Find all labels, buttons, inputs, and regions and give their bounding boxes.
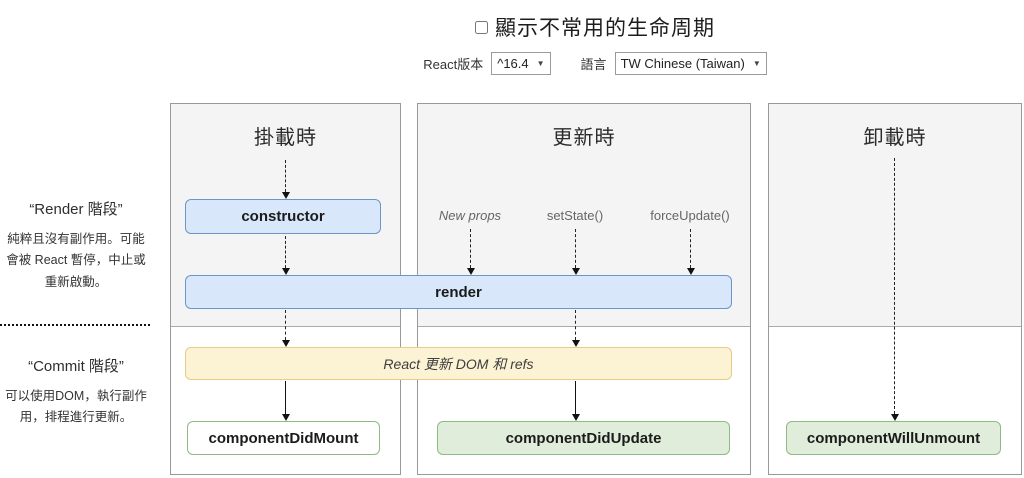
react-version-value: ^16.4 xyxy=(497,56,529,71)
trigger-force-update: forceUpdate() xyxy=(650,208,730,223)
language-value: TW Chinese (Taiwan) xyxy=(620,56,745,71)
show-less-common-toggle[interactable]: 顯示不常用的生命周期 xyxy=(475,12,715,42)
trigger-set-state: setState() xyxy=(546,208,604,223)
language-label: 語言 xyxy=(580,57,607,72)
arrow-force-update-to-render xyxy=(687,229,695,275)
column-unmounting-title: 卸載時 xyxy=(863,127,927,149)
controls-row: React版本 ^16.4 ▼ 語言 TW Chinese (Taiwan) ▼ xyxy=(170,52,1020,75)
arrow-mount-to-constructor xyxy=(282,160,290,199)
react-version-select[interactable]: ^16.4 ▼ xyxy=(491,52,551,75)
column-updating-title: 更新時 xyxy=(552,127,616,149)
show-less-common-checkbox[interactable] xyxy=(475,20,488,34)
arrow-new-props-to-render xyxy=(467,229,475,275)
column-mounting-title: 掛載時 xyxy=(254,127,317,149)
page-title: 顯示不常用的生命周期 xyxy=(495,17,715,40)
arrow-unmount-to-will-unmount xyxy=(891,158,899,421)
commit-phase-description: 可以使用DOM，執行副作用，排程進行更新。 xyxy=(5,389,147,425)
commit-phase-note: “Commit 階段” 可以使用DOM，執行副作用，排程進行更新。 xyxy=(0,355,152,429)
arrow-render-to-dom-update-2 xyxy=(572,310,580,347)
render-phase-description: 純粹且沒有副作用。可能會被 React 暫停，中止或重新啟動。 xyxy=(6,232,146,289)
component-did-update-box[interactable]: componentDidUpdate xyxy=(437,421,730,455)
render-phase-note: “Render 階段” 純粹且沒有副作用。可能會被 React 暫停，中止或重新… xyxy=(0,198,152,293)
chevron-down-icon: ▼ xyxy=(752,59,761,68)
arrow-set-state-to-render xyxy=(572,229,580,275)
component-will-unmount-box[interactable]: componentWillUnmount xyxy=(786,421,1001,455)
language-select[interactable]: TW Chinese (Taiwan) ▼ xyxy=(614,52,767,75)
column-unmounting: 卸載時 xyxy=(768,103,1022,475)
trigger-new-props: New props xyxy=(438,208,502,223)
arrow-render-to-dom-update xyxy=(282,310,290,347)
react-version-label: React版本 xyxy=(423,57,484,72)
render-phase-title: “Render 階段” xyxy=(29,201,123,218)
phase-divider xyxy=(0,324,150,326)
react-updates-dom-box: React 更新 DOM 和 refs xyxy=(185,347,732,380)
chevron-down-icon: ▼ xyxy=(536,59,545,68)
arrow-constructor-to-render xyxy=(282,236,290,275)
arrow-dom-update-to-did-mount xyxy=(282,381,290,421)
column-unmounting-render-phase-area: 卸載時 xyxy=(769,104,1021,327)
render-box[interactable]: render xyxy=(185,275,732,309)
commit-phase-title: “Commit 階段” xyxy=(28,358,124,375)
header: 顯示不常用的生命周期 xyxy=(170,12,1020,42)
arrow-dom-update-to-did-update xyxy=(572,381,580,421)
constructor-box[interactable]: constructor xyxy=(185,199,381,234)
component-did-mount-box[interactable]: componentDidMount xyxy=(187,421,380,455)
